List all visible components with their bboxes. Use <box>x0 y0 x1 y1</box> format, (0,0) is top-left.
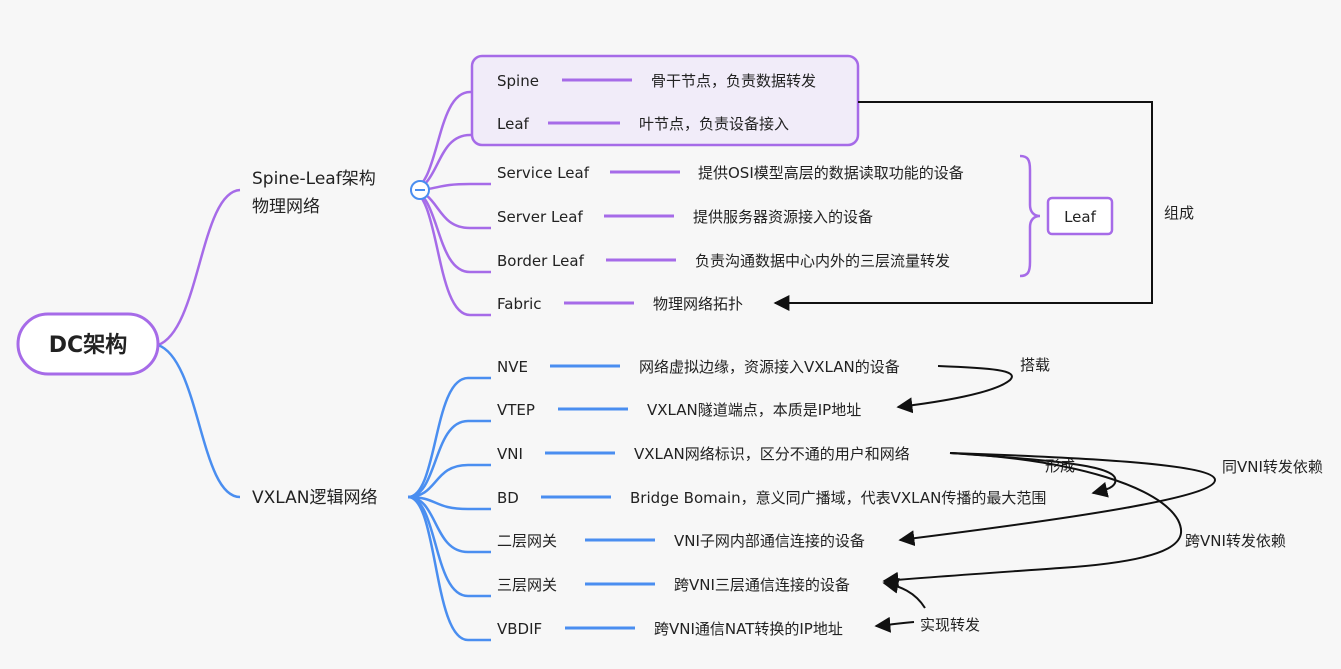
implement-relation-line-2 <box>874 616 915 633</box>
logic-desc-2[interactable]: VXLAN网络标识，区分不通的用户和网络 <box>634 445 910 463</box>
cross-vni-relation-label: 跨VNI转发依赖 <box>1185 532 1286 550</box>
logic-desc-5[interactable]: 跨VNI三层通信连接的设备 <box>674 576 850 594</box>
logic-term-2[interactable]: VNI <box>497 445 523 463</box>
compose-relation-line <box>773 101 1153 311</box>
logic-connector-3 <box>407 495 491 511</box>
phys-desc-3[interactable]: 提供服务器资源接入的设备 <box>693 208 873 226</box>
carry-relation-label: 搭载 <box>1020 356 1050 374</box>
phys-term-3[interactable]: Server Leaf <box>497 208 583 226</box>
logic-term-6[interactable]: VBDIF <box>497 620 542 638</box>
root-node[interactable]: DC架构 <box>16 312 160 376</box>
phys-desc-2[interactable]: 提供OSI模型高层的数据读取功能的设备 <box>698 164 964 182</box>
logic-desc-6[interactable]: 跨VNI通信NAT转换的IP地址 <box>654 620 843 638</box>
logic-term-5[interactable]: 三层网关 <box>497 576 557 594</box>
leaf-group-brace <box>1019 154 1041 278</box>
implement-relation-line <box>882 577 926 609</box>
phys-connector-4 <box>409 188 491 274</box>
phys-desc-5[interactable]: 物理网络拓扑 <box>653 295 743 313</box>
logical-branch-label[interactable]: VXLAN逻辑网络 <box>252 488 377 508</box>
same-vni-relation-line <box>898 452 1217 547</box>
logic-term-0[interactable]: NVE <box>497 358 528 376</box>
phys-term-2[interactable]: Service Leaf <box>497 164 590 182</box>
phys-desc-0[interactable]: 骨干节点，负责数据转发 <box>651 72 816 90</box>
logical-connectors <box>407 376 491 642</box>
physical-branch-label-line2[interactable]: 物理网络 <box>252 197 320 217</box>
phys-desc-1[interactable]: 叶节点，负责设备接入 <box>639 115 789 133</box>
phys-term-1[interactable]: Leaf <box>497 115 530 133</box>
phys-term-4[interactable]: Border Leaf <box>497 252 585 270</box>
implement-relation-label: 实现转发 <box>920 616 980 634</box>
compose-relation-label: 组成 <box>1164 204 1194 222</box>
leaf-summary-node[interactable]: Leaf <box>1046 196 1114 236</box>
logic-term-3[interactable]: BD <box>497 489 519 507</box>
phys-desc-4[interactable]: 负责沟通数据中心内外的三层流量转发 <box>695 252 950 270</box>
logic-desc-3[interactable]: Bridge Bomain，意义同广播域，代表VXLAN传播的最大范围 <box>630 489 1046 507</box>
logic-term-4[interactable]: 二层网关 <box>497 532 557 550</box>
logic-desc-1[interactable]: VXLAN隧道端点，本质是IP地址 <box>647 401 861 419</box>
root-label: DC架构 <box>49 332 127 358</box>
carry-relation-line <box>896 365 1013 414</box>
same-vni-relation-label: 同VNI转发依赖 <box>1222 458 1323 476</box>
cross-vni-relation-line <box>882 452 1182 588</box>
logic-term-1[interactable]: VTEP <box>497 401 535 419</box>
root-to-logical-curve <box>157 343 241 499</box>
logic-connector-2 <box>407 463 491 499</box>
leaf-summary-label: Leaf <box>1064 208 1097 226</box>
root-to-physical-curve <box>157 188 241 347</box>
logic-connector-1 <box>407 419 491 499</box>
phys-term-5[interactable]: Fabric <box>497 295 542 313</box>
phys-term-0[interactable]: Spine <box>497 72 539 90</box>
logic-connector-6 <box>407 495 491 642</box>
logic-desc-4[interactable]: VNI子网内部通信连接的设备 <box>674 532 865 550</box>
logic-connector-0 <box>407 376 491 499</box>
logic-connector-5 <box>407 495 491 598</box>
minus-circle-icon[interactable] <box>410 180 430 200</box>
phys-connector-5 <box>409 188 491 317</box>
physical-branch-label-line1[interactable]: Spine-Leaf架构 <box>252 169 376 189</box>
logic-desc-0[interactable]: 网络虚拟边缘，资源接入VXLAN的设备 <box>639 358 900 376</box>
